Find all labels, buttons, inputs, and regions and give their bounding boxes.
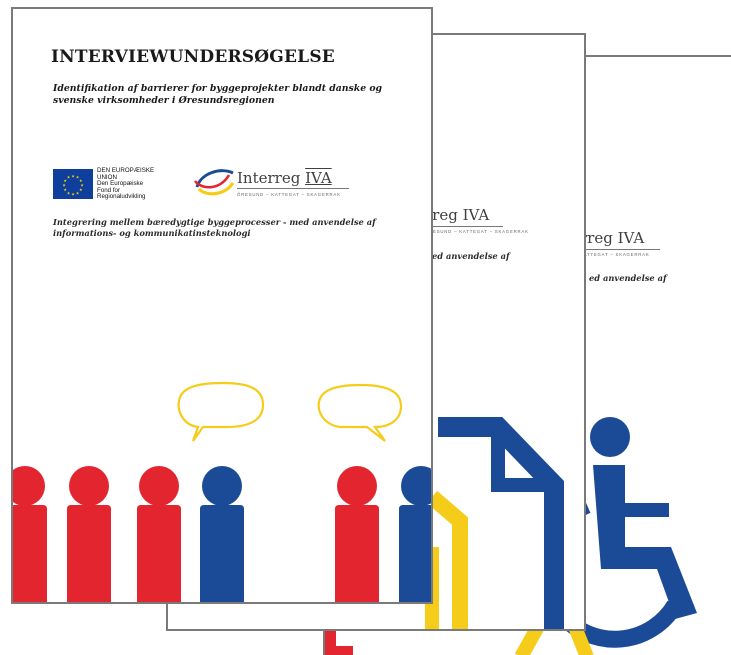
svg-text:★: ★ [71,192,75,197]
eu-logo-text: DEN EUROPÆISKE UNION Den Europæiske Fond… [97,167,197,201]
intro-text: Integrering mellem bæredygtige byggeproc… [53,217,376,238]
svg-text:★: ★ [76,175,80,180]
interreg-underline [237,188,349,189]
eu-flag-icon: ★★★ ★★★ ★★★ ★★★ [53,169,93,199]
interreg-wordmark: Interreg IVA [237,169,332,187]
interreg-logo: Interreg IVA ÖRESUND – KATTEGAT – SKAGER… [193,165,353,205]
eu-logo-line: UNION [97,173,117,181]
svg-text:★: ★ [79,178,83,183]
interreg-name: Interreg [237,169,301,187]
interreg-tagline-fragment: ÖRESUND – KATTEGAT – SKAGERRAK [425,229,529,234]
interreg-logo-fragment: rreg IVA [580,229,645,247]
people-icon [13,466,431,602]
svg-text:★: ★ [79,187,83,192]
report-title: INTERVIEWUNDERSØGELSE [51,47,335,67]
interreg-underline [580,249,660,250]
eu-logo-line: Regionaludvikling [97,193,146,201]
eu-logo-line: DEN EUROPÆISKE [97,167,155,174]
interreg-tagline-fragment: KATTEGAT – SKAGERRAK [580,252,650,257]
cover-page-front: INTERVIEWUNDERSØGELSE Identifikation af … [11,7,433,604]
svg-text:★: ★ [62,183,66,188]
svg-text:★: ★ [63,187,67,192]
intro-text-fragment: ed anvendelse af [432,251,510,261]
intro-text-fragment: ed anvendelse af [589,273,667,283]
eu-logo-line: Fond for [97,186,121,194]
interreg-numeral: IVA [305,169,332,187]
interreg-emblem-icon [193,169,235,196]
interreg-logo-fragment: rreg IVA [425,206,490,224]
svg-text:★: ★ [67,190,71,195]
interreg-underline [425,226,503,227]
speech-bubble-icon [177,381,265,442]
interreg-tagline: ÖRESUND – KATTEGAT – SKAGERRAK [237,192,341,197]
svg-text:★: ★ [63,178,67,183]
document-icon [425,417,564,629]
report-subtitle: Identifikation af barrierer for byggepro… [53,83,383,106]
svg-text:★: ★ [80,183,84,188]
svg-text:★: ★ [76,190,80,195]
speech-bubble-icon [317,383,403,442]
eu-logo-line: Den Europæiske [97,180,144,188]
svg-text:★: ★ [67,175,71,180]
people-illustration [13,381,431,602]
svg-text:★: ★ [71,174,75,179]
